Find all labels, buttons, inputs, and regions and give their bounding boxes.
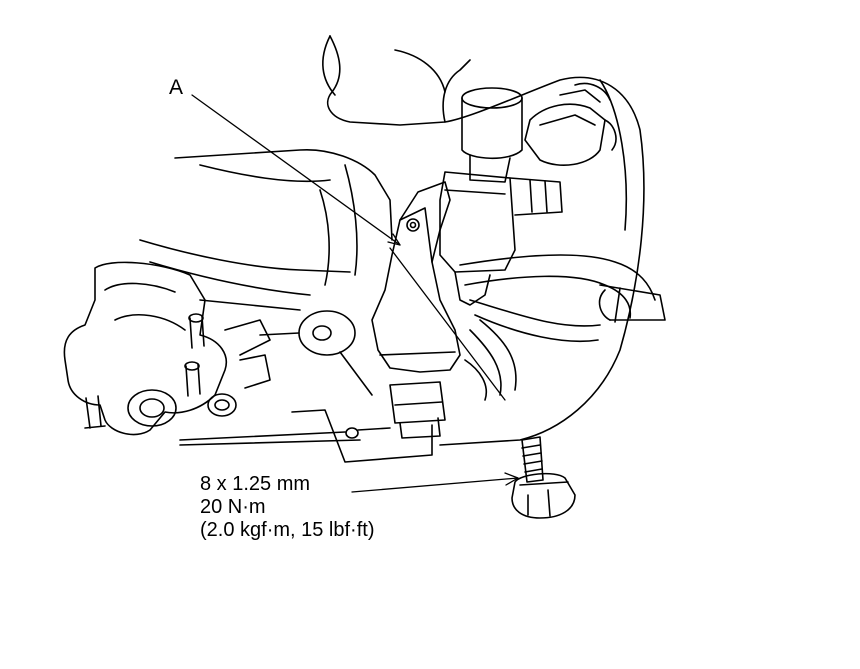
lower-wire-clip [179,409,433,463]
bolt-torque-spec: 8 x 1.25 mm 20 N·m (2.0 kgf·m, 15 lbf·ft… [200,473,375,542]
torque-nm-text: 20 N·m [200,496,266,518]
torque-alt-text: (2.0 kgf·m, 15 lbf·ft) [200,519,375,541]
position-sensor [439,87,563,306]
engine-block-outline [139,35,645,446]
harness-connector [524,82,617,166]
sensor-bracket [371,181,461,439]
callout-label-a: A [169,76,184,99]
bolt-size-text: 8 x 1.25 mm [200,473,311,495]
callout-a-leader-secondary [389,247,506,401]
bolt-spec-leader [351,472,519,493]
wire-harness [459,254,666,401]
flange-bolt [511,436,576,519]
left-mount-bracket [63,261,361,446]
callout-a-leader [191,94,401,246]
